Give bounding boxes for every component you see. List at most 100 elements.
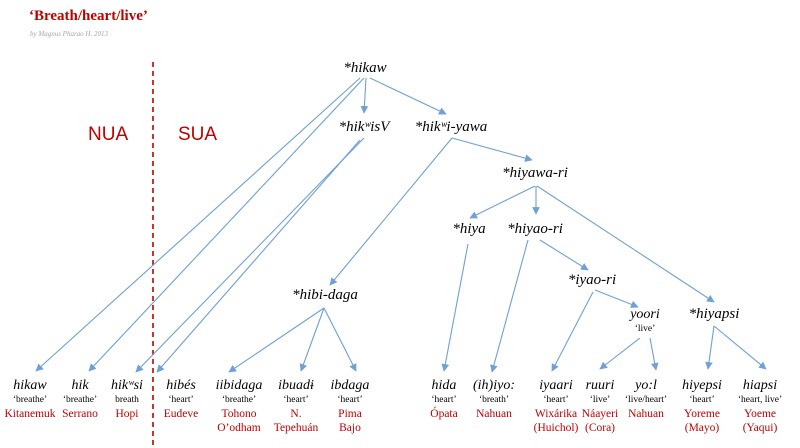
leaf-language: Pima	[338, 408, 362, 420]
leaf-gloss: ‘heart’	[689, 395, 714, 405]
leaf-entry: hikaw ‘breathe’ Kitanemuk	[4, 378, 55, 420]
tree-edge-arrow	[360, 77, 369, 114]
tree-edge-arrow	[451, 137, 533, 162]
leaf-language: Nahuan	[628, 408, 664, 420]
node-hiya: *hiya	[452, 221, 485, 237]
tree-edge-arrow	[228, 307, 325, 373]
leaf-form: iibidaga	[216, 378, 263, 393]
leaf-language: Bajo	[339, 422, 361, 434]
node-hikaw: *hikaw	[343, 60, 386, 76]
node-hiyao-ri: *hiyao-ri	[507, 221, 563, 237]
leaf-language: Eudeve	[164, 408, 198, 420]
leaf-gloss: ‘breathe’	[222, 395, 256, 405]
leaf-gloss: ‘breathe’	[63, 395, 97, 405]
leaf-form: hikʷsi	[111, 378, 143, 393]
tree-edge-arrow	[135, 137, 365, 373]
leaf-gloss: ‘live’	[590, 395, 611, 405]
author-credit: by Magnus Pharao H. 2013	[30, 30, 108, 38]
tree-edge-arrow	[539, 239, 589, 271]
leaf-form: hiyepsi	[682, 378, 722, 393]
leaf-entry: iyaari ‘heart’ Wixárika (Huichol)	[534, 378, 579, 434]
node-yoori-gloss: ‘live’	[635, 324, 656, 334]
leaf-entry: yo:l ‘live/heart’ Nahuan	[625, 378, 667, 420]
leaf-language: (Huichol)	[534, 422, 579, 434]
leaf-language: Hopi	[116, 408, 139, 420]
leaf-form: hiapsi	[743, 378, 777, 393]
leaf-gloss: ‘breath’	[479, 395, 509, 405]
tree-edge-arrow	[705, 325, 715, 370]
tree-edges	[35, 77, 767, 373]
leaf-gloss: breath	[115, 395, 139, 405]
leaf-form: ruuri	[586, 378, 615, 393]
leaf-entry: ibuadɨ ‘heart’ N. Tepehuán	[274, 378, 319, 434]
leaf-entry: hiapsi ‘heart, live’ Yoeme (Yaqui)	[738, 378, 782, 434]
tree-edge-arrow	[88, 77, 365, 372]
leaf-entry: ruuri ‘live’ Náayeri (Cora)	[582, 378, 618, 434]
leaf-gloss: ‘live/heart’	[625, 395, 667, 405]
leaf-language: Nahuan	[476, 408, 512, 420]
leaf-gloss: ‘breathe’	[13, 395, 47, 405]
leaf-language: Wixárika	[535, 408, 577, 420]
leaf-language: N.	[290, 408, 301, 420]
node-hikwisv: *hikʷisV	[339, 119, 392, 135]
diagram-title: ‘Breath/heart/live’	[29, 8, 148, 24]
leaf-language: O’odham	[217, 422, 260, 434]
leaf-language: Tepehuán	[274, 422, 319, 434]
leaf-language: Ópata	[430, 406, 457, 420]
leaf-form: (ih)iyo:	[473, 378, 515, 393]
node-iyao-ri: *iyao-ri	[568, 272, 616, 288]
leaf-gloss: ‘heart’	[168, 395, 193, 405]
leaf-entry: hiyepsi ‘heart’ Yoreme (Mayo)	[682, 378, 722, 434]
leaf-form: iyaari	[539, 378, 573, 393]
tree-edge-arrow	[469, 185, 536, 219]
tree-edge-arrow	[329, 137, 453, 286]
leaf-language: Yoreme	[684, 408, 720, 420]
leaf-form: ibuadɨ	[278, 378, 314, 393]
leaf-form: yo:l	[633, 378, 657, 393]
node-hiyapsi: *hiyapsi	[689, 306, 740, 322]
leaf-language: (Cora)	[585, 422, 615, 434]
leaf-entry: hida ‘heart’Ópata	[430, 378, 457, 420]
leaf-gloss: ‘heart’	[543, 395, 568, 405]
leaf-entry: hik ‘breathe’ Serrano	[62, 378, 98, 420]
leaf-form: hida	[432, 378, 457, 393]
leaf-gloss: ‘heart, live’	[738, 395, 782, 405]
leaf-form: ibdaga	[331, 378, 370, 393]
node-hikwi-yawa: *hikʷi-yawa	[415, 119, 488, 135]
leaf-gloss: ‘heart’	[283, 395, 308, 405]
leaf-gloss: ‘heart’	[337, 395, 362, 405]
tree-edge-arrow	[713, 325, 767, 370]
tree-edge-arrow	[441, 243, 469, 372]
region-label-nua: NUA	[88, 124, 129, 145]
leaf-language: (Mayo)	[685, 422, 720, 434]
leaf-form: hik	[71, 378, 89, 393]
node-hiyawa-ri: *hiyawa-ri	[502, 165, 568, 181]
leaf-language: (Yaqui)	[743, 422, 778, 434]
leaf-language: Náayeri	[582, 408, 618, 420]
leaf-language: Tohono	[222, 408, 257, 420]
node-yoori-form: yoori	[628, 307, 660, 322]
tree-edge-arrow	[156, 139, 361, 373]
leaf-language: Serrano	[62, 408, 98, 420]
tree-edge-arrow	[594, 289, 639, 309]
tree-edge-arrow	[536, 185, 715, 303]
tree-edge-arrow	[599, 337, 641, 370]
tree-edge-arrow	[490, 239, 529, 373]
leaf-entry: hibés ‘heart’ Eudeve	[164, 378, 198, 420]
leaf-language: Kitanemuk	[4, 408, 55, 420]
leaf-form: hikaw	[13, 378, 47, 393]
tree-edge-arrow	[649, 337, 659, 371]
tree-edge-arrow	[369, 77, 447, 115]
tree-edge-arrow	[323, 307, 357, 372]
tree-edge-arrow	[551, 291, 594, 372]
region-label-sua: SUA	[178, 124, 218, 145]
attested-forms: hikaw ‘breathe’ Kitanemuk hik ‘breathe’ Serra…	[4, 378, 782, 434]
leaf-gloss: ‘heart’	[431, 395, 456, 405]
leaf-form: hibés	[166, 378, 196, 393]
leaf-language: Yoeme	[744, 408, 776, 420]
tree-edge-arrow	[299, 307, 325, 372]
